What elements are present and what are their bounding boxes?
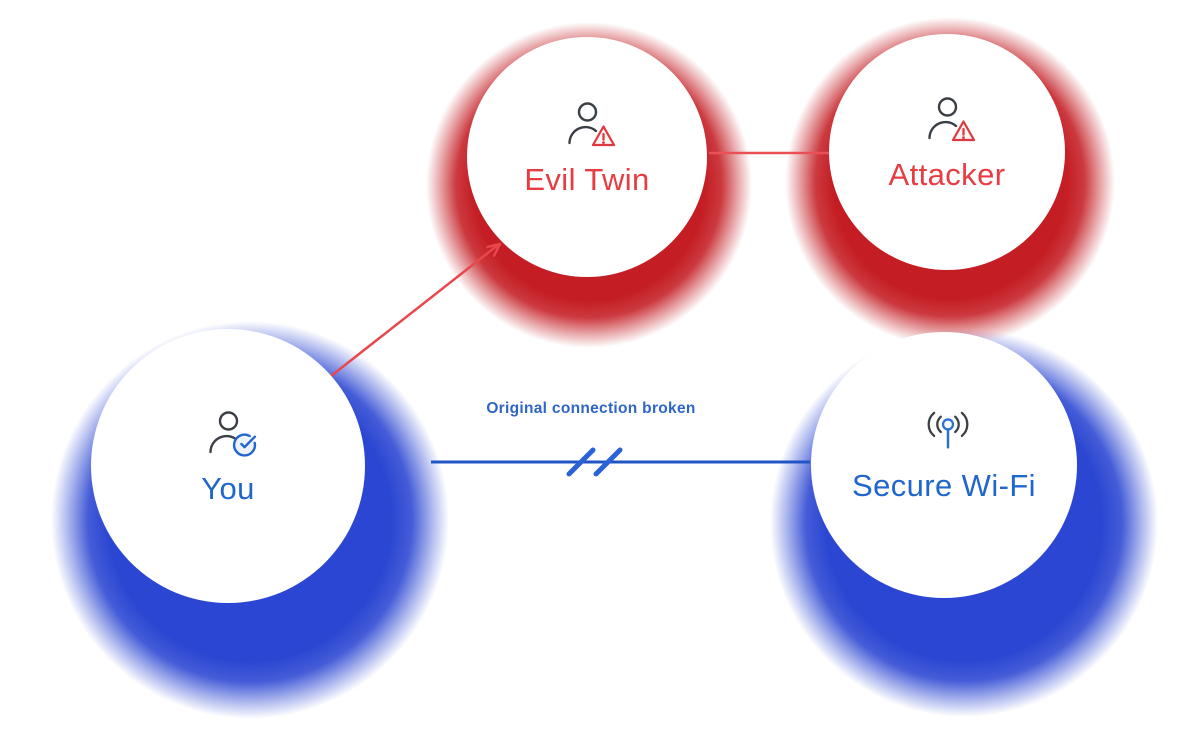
node-label: You bbox=[201, 471, 255, 506]
node-label: Attacker bbox=[888, 157, 1006, 192]
node-label: Evil Twin bbox=[524, 162, 650, 197]
broken-connection-label: Original connection broken bbox=[486, 400, 696, 417]
user-check-icon bbox=[209, 411, 257, 457]
node-bubble: Attacker bbox=[829, 34, 1065, 270]
node-label: Secure Wi-Fi bbox=[852, 468, 1036, 503]
node-bubble: You bbox=[91, 329, 365, 603]
user-warning-icon bbox=[928, 97, 976, 142]
user-warning-icon bbox=[568, 102, 616, 147]
node-bubble: Secure Wi-Fi bbox=[811, 332, 1077, 598]
wifi-antenna-icon bbox=[927, 411, 969, 449]
break-slash-icon bbox=[566, 447, 596, 477]
break-slash-icon bbox=[593, 447, 623, 477]
node-bubble: Evil Twin bbox=[467, 37, 707, 277]
